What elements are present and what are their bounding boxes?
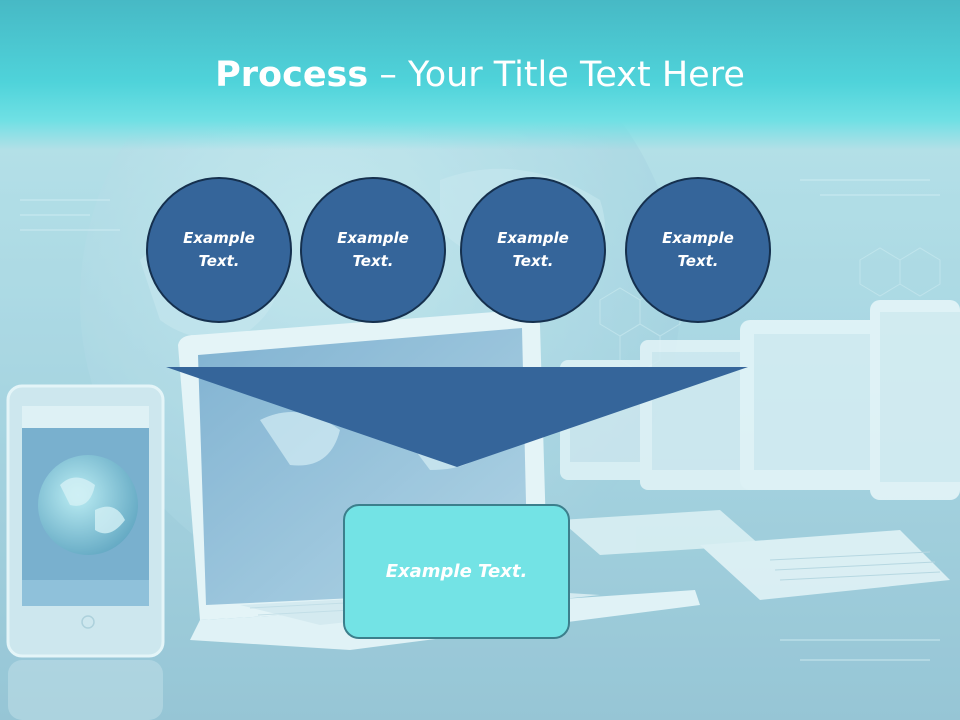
- process-circle-4[interactable]: Example Text.: [625, 177, 771, 323]
- result-box[interactable]: Example Text.: [343, 504, 570, 639]
- smartphone-icon: [6, 384, 165, 720]
- funnel-arrow: [166, 367, 748, 467]
- process-circle-1[interactable]: Example Text.: [146, 177, 292, 323]
- process-circle-3[interactable]: Example Text.: [460, 177, 606, 323]
- result-label: Example Text.: [385, 561, 528, 582]
- title-rest: – Your Title Text Here: [368, 55, 745, 95]
- process-circle-label: Example Text.: [183, 229, 255, 270]
- process-circle-label: Example Text.: [337, 229, 409, 270]
- process-circle-2[interactable]: Example Text.: [300, 177, 446, 323]
- slide-title: Process – Your Title Text Here: [0, 52, 960, 98]
- process-circle-label: Example Text.: [497, 229, 569, 270]
- title-bar: [0, 0, 960, 150]
- process-circle-label: Example Text.: [662, 229, 734, 270]
- title-strong: Process: [215, 55, 369, 95]
